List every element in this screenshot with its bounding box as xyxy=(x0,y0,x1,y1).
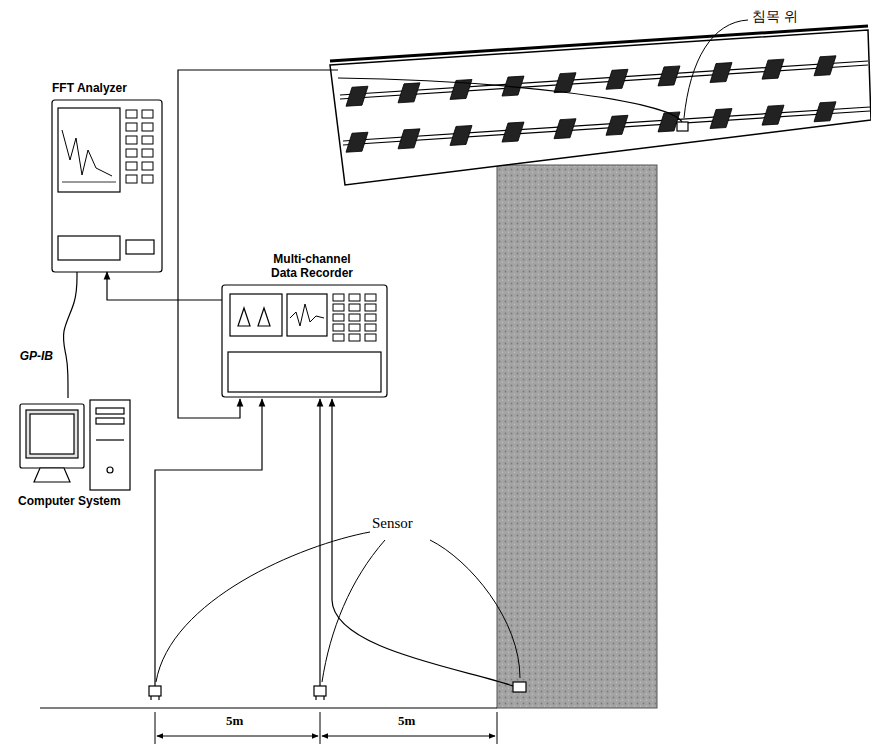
sleeper xyxy=(502,122,524,142)
button xyxy=(142,110,153,118)
ground-line xyxy=(40,707,497,708)
edge-label: GP-IB xyxy=(18,349,55,363)
sleeper xyxy=(658,66,680,86)
button xyxy=(126,175,137,183)
connector xyxy=(63,272,77,398)
sleeper xyxy=(450,125,472,145)
button xyxy=(349,314,360,321)
sleeper xyxy=(814,102,836,122)
button xyxy=(126,149,137,157)
button xyxy=(142,162,153,170)
sleeper xyxy=(346,132,368,152)
button xyxy=(333,304,344,311)
sleeper xyxy=(346,86,368,106)
data-recorder: Multi-channel Data Recorder xyxy=(222,285,387,397)
button xyxy=(126,110,137,118)
fft-analyzer-icon xyxy=(52,100,162,272)
button xyxy=(349,304,360,311)
dimension-text: 5m xyxy=(226,713,243,729)
button xyxy=(365,304,376,311)
sleeper xyxy=(606,115,628,135)
computer-system: Computer System xyxy=(18,398,132,492)
data-recorder-icon xyxy=(222,285,387,397)
bridge-pier xyxy=(497,165,657,708)
sleeper xyxy=(814,56,836,76)
dimension-line xyxy=(155,712,497,744)
ground-sensors xyxy=(149,682,526,700)
computer-icon xyxy=(20,400,130,490)
connector xyxy=(107,272,222,300)
button xyxy=(142,136,153,144)
sleeper xyxy=(398,83,420,103)
sleeper xyxy=(606,69,628,89)
button xyxy=(333,294,344,301)
button xyxy=(333,334,344,341)
button xyxy=(349,334,360,341)
button xyxy=(126,162,137,170)
annotation: 침목 위 xyxy=(752,8,798,26)
button xyxy=(365,324,376,331)
button xyxy=(126,136,137,144)
bridge-deck xyxy=(330,26,871,185)
device-label: Multi-channel Data Recorder xyxy=(262,253,362,281)
sleeper-sensor xyxy=(677,122,688,131)
sensor-wire xyxy=(155,70,682,686)
dimension-text: 5m xyxy=(398,713,415,729)
button xyxy=(142,149,153,157)
sleeper xyxy=(710,63,732,83)
sleeper xyxy=(398,129,420,149)
button xyxy=(333,314,344,321)
button xyxy=(365,314,376,321)
button xyxy=(365,334,376,341)
sleeper xyxy=(554,119,576,139)
button xyxy=(365,294,376,301)
fft-analyzer: FFT Analyzer xyxy=(52,100,162,272)
sleeper xyxy=(710,109,732,129)
device-label: Computer System xyxy=(18,495,121,509)
button xyxy=(333,324,344,331)
device-label: FFT Analyzer xyxy=(52,82,127,96)
leader-line xyxy=(156,20,748,682)
sleeper xyxy=(762,59,784,79)
button xyxy=(142,123,153,131)
button xyxy=(349,324,360,331)
button xyxy=(349,294,360,301)
sleeper xyxy=(762,105,784,125)
button xyxy=(126,123,137,131)
button xyxy=(142,175,153,183)
sensor-label: Sensor xyxy=(372,515,413,532)
sleeper xyxy=(554,73,576,93)
